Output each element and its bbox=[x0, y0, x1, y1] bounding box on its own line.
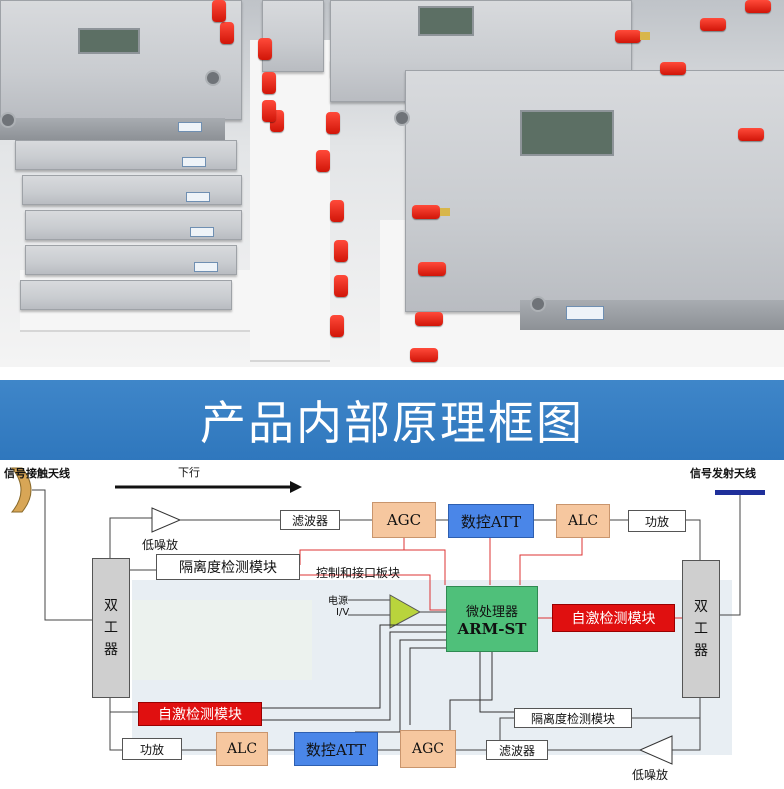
foam-padding bbox=[250, 40, 330, 362]
downlink-label: 下行 bbox=[178, 466, 200, 479]
rf-connector bbox=[330, 315, 344, 337]
uplink-pa: 功放 bbox=[122, 738, 182, 760]
rf-connector bbox=[220, 22, 234, 44]
product-photo bbox=[0, 0, 784, 367]
right-duplexer-char: 器 bbox=[694, 643, 708, 659]
mount-hole bbox=[205, 70, 221, 86]
module-window bbox=[520, 110, 614, 156]
rf-connector bbox=[262, 100, 276, 122]
rf-connector bbox=[334, 275, 348, 297]
rf-connector bbox=[415, 312, 443, 326]
module-label bbox=[178, 122, 202, 132]
control-board-label: 控制和接口板块 bbox=[316, 566, 401, 580]
module-label bbox=[190, 227, 214, 237]
transmit-antenna-icon bbox=[715, 490, 765, 495]
section-banner: 产品内部原理框图 bbox=[0, 380, 784, 460]
module-window bbox=[78, 28, 140, 54]
module-label bbox=[182, 157, 206, 167]
left-self-excite-module: 自激检测模块 bbox=[138, 702, 262, 726]
downlink-arrow-head bbox=[290, 481, 302, 493]
banner-title: 产品内部原理框图 bbox=[200, 396, 584, 450]
downlink-isolation-module: 隔离度检测模块 bbox=[156, 554, 300, 580]
connection-lines bbox=[10, 467, 765, 765]
downlink-agc: AGC bbox=[372, 502, 436, 538]
rf-connector bbox=[615, 30, 641, 43]
module-label bbox=[566, 306, 604, 320]
uplink-agc: AGC bbox=[400, 730, 456, 768]
downlink-alc: ALC bbox=[556, 504, 610, 538]
rf-connector bbox=[316, 150, 330, 172]
rf-connector bbox=[745, 0, 771, 13]
right-duplexer-char: 双 bbox=[694, 599, 708, 615]
rf-connector bbox=[412, 205, 440, 219]
mount-hole bbox=[530, 296, 546, 312]
left-duplexer: 双 工 器 bbox=[92, 558, 130, 698]
module-plate bbox=[262, 0, 324, 72]
module-label bbox=[186, 192, 210, 202]
receive-antenna-label: 信号接触天线 bbox=[4, 467, 70, 480]
uplink-lna-icon bbox=[638, 735, 673, 765]
rf-connector bbox=[326, 112, 340, 134]
mcu-label-line1: 微处理器 bbox=[465, 604, 518, 620]
module-edge bbox=[520, 300, 784, 330]
io-label: I/V bbox=[336, 607, 350, 618]
left-duplexer-char: 双 bbox=[104, 598, 118, 614]
connector-nut bbox=[640, 32, 650, 40]
connector-nut bbox=[440, 208, 450, 216]
rf-connector bbox=[262, 72, 276, 94]
uplink-lna-label: 低噪放 bbox=[632, 768, 669, 782]
rf-connector bbox=[418, 262, 446, 276]
left-duplexer-char: 工 bbox=[104, 620, 118, 636]
module-plate bbox=[20, 280, 232, 310]
uplink-alc: ALC bbox=[216, 732, 268, 766]
module-edge bbox=[0, 118, 225, 140]
mount-hole bbox=[0, 112, 16, 128]
downlink-lna-label: 低噪放 bbox=[142, 538, 179, 552]
rf-connector bbox=[410, 348, 438, 362]
receive-antenna-icon bbox=[10, 467, 32, 513]
transmit-antenna-label: 信号发射天线 bbox=[690, 467, 756, 480]
module-top bbox=[405, 70, 784, 312]
downlink-att: 数控ATT bbox=[448, 504, 534, 538]
uplink-isolation-module: 隔离度检测模块 bbox=[514, 708, 632, 728]
left-duplexer-char: 器 bbox=[104, 642, 118, 658]
rf-connector bbox=[258, 38, 272, 60]
mcu-label-line2: ARM-ST bbox=[457, 619, 527, 638]
right-duplexer: 双 工 器 bbox=[682, 560, 720, 698]
rf-connector bbox=[700, 18, 726, 31]
rf-connector bbox=[212, 0, 226, 22]
rf-connector bbox=[334, 240, 348, 262]
rf-connector bbox=[330, 200, 344, 222]
downlink-filter: 滤波器 bbox=[280, 510, 340, 530]
downlink-pa: 功放 bbox=[628, 510, 686, 532]
shaded-area bbox=[132, 600, 312, 680]
power-label: 电源 bbox=[328, 596, 348, 607]
block-diagram: 信号接触天线 信号发射天线 下行 双 工 器 双 工 器 低噪放 隔离度检测模块… bbox=[0, 460, 784, 789]
mcu-block: 微处理器 ARM-ST bbox=[446, 586, 538, 652]
module-plate bbox=[15, 140, 237, 170]
right-self-excite-module: 自激检测模块 bbox=[552, 604, 675, 632]
module-top bbox=[0, 0, 242, 120]
uplink-att: 数控ATT bbox=[294, 732, 378, 766]
mount-hole bbox=[394, 110, 410, 126]
downlink-lna-icon bbox=[151, 507, 182, 533]
right-duplexer-char: 工 bbox=[694, 621, 708, 637]
control-amp-icon bbox=[389, 594, 422, 629]
module-window bbox=[418, 6, 474, 36]
module-label bbox=[194, 262, 218, 272]
uplink-filter: 滤波器 bbox=[486, 740, 548, 760]
rf-connector bbox=[660, 62, 686, 75]
rf-connector bbox=[738, 128, 764, 141]
